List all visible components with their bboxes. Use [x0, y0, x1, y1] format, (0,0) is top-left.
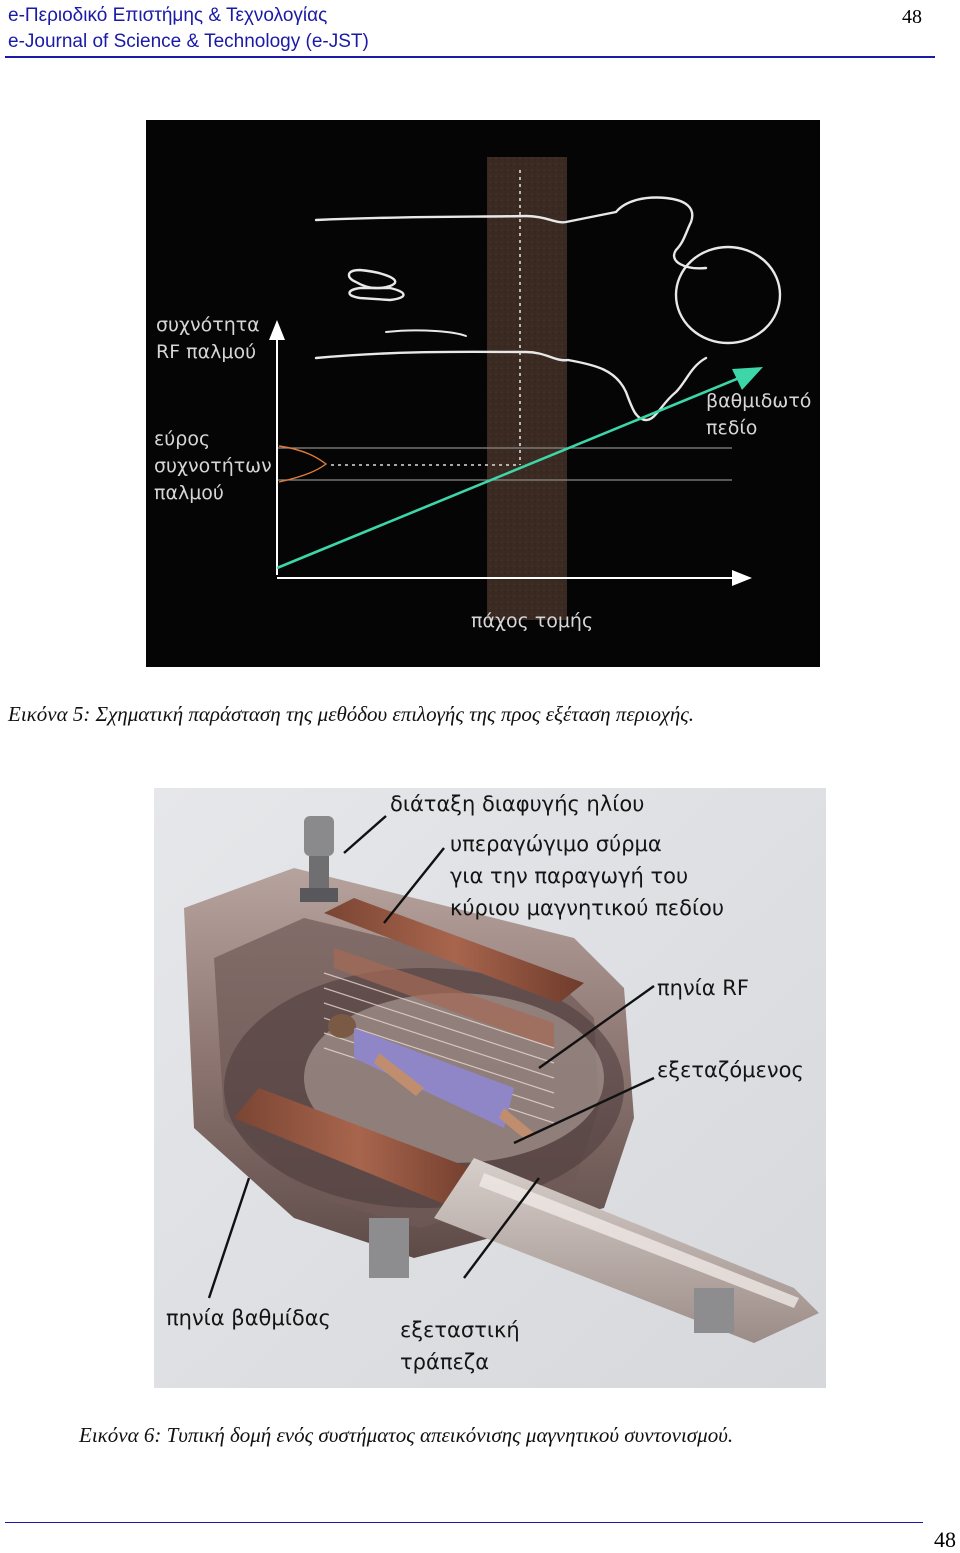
- figure6-caption: Εικόνα 6: Τυπική δομή ενός συστήματος απ…: [79, 1423, 734, 1447]
- label-gradient-coils: πηνία βαθμίδας: [166, 1306, 331, 1330]
- label-patient: εξεταζόμενος: [657, 1058, 804, 1082]
- label-gradient-field: βαθμιδωτό πεδίο: [706, 390, 812, 439]
- patient-figure: [328, 1014, 534, 1140]
- label-rf-frequency: συχνότητα RF παλμού: [156, 314, 260, 363]
- rf-pulse-profile: [278, 445, 328, 483]
- figure5-caption: Εικόνα 5: Σχηματική παράσταση της μεθόδο…: [8, 702, 695, 726]
- y-axis-arrow: [269, 320, 285, 340]
- label-superconducting-wire: υπεραγώγιμο σύρμα για την παραγωγή του κ…: [450, 832, 725, 920]
- label-helium-escape: διάταξη διαφυγής ηλίου: [390, 792, 645, 816]
- support-foot-left: [369, 1218, 409, 1278]
- footer-rule: [5, 1522, 923, 1523]
- header-page-number: 48: [902, 6, 922, 28]
- journal-title-greek: e-Περιοδικό Επιστήμης & Τεχνολογίας: [8, 5, 328, 26]
- header-rule: [5, 56, 935, 58]
- helium-valve: [300, 816, 338, 902]
- label-rf-coil: πηνία RF: [657, 976, 749, 1000]
- footer-page-number: 48: [934, 1527, 956, 1552]
- gradient-field-line: [276, 374, 745, 570]
- journal-title-english: e-Journal of Science & Technology (e-JST…: [8, 31, 369, 52]
- upper-coil-panel: [324, 898, 584, 1003]
- lower-coil-panel: [234, 1088, 484, 1208]
- figure-slice-selection: συχνότητα RF παλμού εύρος συχνοτήτων παλ…: [146, 120, 820, 667]
- support-foot-right: [694, 1288, 734, 1333]
- label-leader-lines: [207, 815, 655, 1299]
- label-slice-thickness: πάχος τομής: [471, 610, 594, 632]
- figure-mri-system: διάταξη διαφυγής ηλίου υπεραγώγιμο σύρμα…: [154, 788, 826, 1388]
- x-axis-arrow: [732, 570, 752, 586]
- mri-cutaway-illustration: [154, 788, 826, 1388]
- label-exam-table: εξεταστική τράπεζα: [400, 1318, 520, 1374]
- patient-outline: [314, 196, 782, 422]
- label-bandwidth: εύρος συχνοτήτων παλμού: [154, 428, 272, 504]
- gradient-field-arrow: [732, 367, 763, 390]
- slice-selection-diagram: [269, 157, 782, 620]
- slice-slab: [487, 157, 567, 620]
